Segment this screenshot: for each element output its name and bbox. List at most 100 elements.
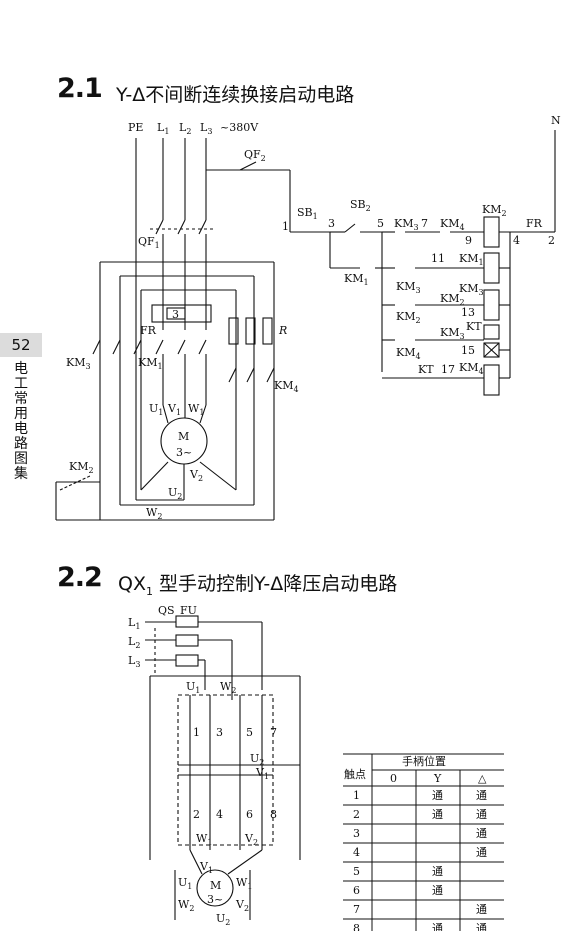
contact-7: 7	[270, 726, 277, 739]
label-u2-m: U2	[216, 912, 230, 927]
label-u1-m: U1	[178, 876, 192, 891]
node-9: 9	[465, 234, 472, 247]
contact-4: 4	[216, 808, 223, 821]
label-u2: U2	[168, 486, 182, 501]
contact-8: 8	[270, 808, 277, 821]
label-w2-m: W2	[178, 898, 194, 913]
label-r: R	[278, 324, 287, 337]
label-l3: L3	[200, 121, 212, 136]
label-kt-coil: KT	[466, 320, 482, 333]
table-col-2: △	[478, 772, 487, 785]
side-book-title: 电工常用电路图集	[14, 361, 28, 482]
diagram-2-labels: QS FU L1 L2 L3 U1 W2 1 3 5 7 U2 V1 2 4 6…	[128, 604, 277, 927]
node-13: 13	[461, 306, 475, 319]
label-km2-b: KM2	[440, 292, 465, 307]
table-cell: 通	[432, 808, 443, 821]
contact-5: 5	[246, 726, 253, 739]
motor2-phase: 3~	[207, 893, 223, 906]
node-17: 17	[441, 363, 455, 376]
label-km2-coil: KM2	[482, 203, 507, 218]
label-qs: QS	[158, 604, 175, 617]
diagram-2-wiring	[145, 615, 301, 920]
label-km3-coil: KM3	[459, 282, 484, 297]
table-col-1: Y	[433, 772, 442, 785]
label-v2-b: V2	[244, 832, 258, 847]
label-sb1: SB1	[297, 206, 318, 221]
label-v1-b: V1	[255, 766, 269, 781]
table-cell: 通	[476, 846, 487, 859]
motor2-label: M	[210, 879, 221, 892]
label-l1-b: L1	[128, 616, 140, 631]
label-km3-main: KM3	[66, 356, 91, 371]
table-cell: 通	[476, 922, 487, 931]
node-5: 5	[377, 217, 384, 230]
label-km4-coil: KM4	[459, 361, 484, 376]
table-row-contact: 8	[353, 922, 360, 931]
label-w2: W2	[146, 506, 162, 521]
table-row-contact: 4	[353, 846, 360, 859]
table-cell: 通	[432, 884, 443, 897]
label-w1: W1	[188, 402, 204, 417]
table-cell: 通	[432, 789, 443, 802]
label-fr-ctrl: FR	[526, 217, 543, 230]
page-number-tab: 52	[0, 333, 42, 357]
node-3: 3	[328, 217, 335, 230]
table-row-contact: 1	[353, 789, 360, 802]
node-11: 11	[431, 252, 445, 265]
label-kt-contact: KT	[418, 363, 434, 376]
label-v2-m: V2	[235, 898, 249, 913]
label-fu: FU	[180, 604, 197, 617]
contact-1: 1	[193, 726, 200, 739]
label-l2: L2	[179, 121, 191, 136]
node-15: 15	[461, 344, 475, 357]
table-contact-header: 触点	[344, 767, 366, 781]
node-4: 4	[513, 234, 520, 247]
page-number: 52	[11, 336, 31, 354]
section-2-title: QX1 型手动控制Y-Δ降压启动电路	[118, 569, 397, 598]
label-km1-a: KM1	[344, 272, 369, 287]
table-position-header: 手柄位置	[402, 754, 446, 768]
table-cell: 通	[432, 922, 443, 931]
table-cell: 通	[476, 903, 487, 916]
label-n: N	[551, 114, 561, 127]
label-l2-b: L2	[128, 635, 140, 650]
contact-6: 6	[246, 808, 253, 821]
table-col-0: 0	[390, 772, 397, 785]
label-u1: U1	[149, 402, 163, 417]
label-l3-b: L3	[128, 654, 140, 669]
table-row-contact: 7	[353, 903, 360, 916]
node-1: 1	[282, 220, 289, 233]
label-km3-c: KM3	[440, 326, 465, 341]
label-km2-c: KM2	[396, 310, 421, 325]
label-v1-m: V1	[199, 860, 213, 875]
label-pe: PE	[128, 121, 143, 134]
section-2-title-sub: 1	[145, 584, 153, 598]
label-w1-m: W1	[236, 876, 252, 891]
label-qf2: QF2	[244, 148, 266, 163]
label-km1-coil: KM1	[459, 252, 484, 267]
table-row-contact: 2	[353, 808, 360, 821]
section-1-number: 2.1	[57, 73, 103, 104]
label-fr: FR	[140, 324, 157, 337]
label-sb2: SB2	[350, 198, 371, 213]
label-km2-main: KM2	[69, 460, 94, 475]
table-cell: 通	[476, 827, 487, 840]
label-voltage: ~380V	[220, 121, 259, 134]
section-1-title: Y-Δ不间断连续换接启动电路	[116, 84, 355, 106]
label-w1-b: W1	[196, 832, 212, 847]
label-v1: V1	[167, 402, 181, 417]
label-u2-b: U2	[250, 752, 264, 767]
section-2-title-main: QX	[118, 573, 146, 595]
table-row-contact: 5	[353, 865, 360, 878]
label-relay-3: 3	[172, 308, 179, 321]
label-km4-main: KM4	[274, 379, 299, 394]
label-km4-b: KM4	[396, 346, 421, 361]
label-km3-b: KM3	[396, 280, 421, 295]
label-w2-b: W2	[220, 680, 236, 695]
diagram-1-labels: PE L1 L2 L3 ~380V N QF2 QF1 SB1 SB2 1 3 …	[66, 114, 561, 521]
diagram-1-wiring	[55, 130, 556, 521]
node-7: 7	[421, 217, 428, 230]
section-2-number: 2.2	[57, 562, 103, 593]
contact-3: 3	[216, 726, 223, 739]
table-row-contact: 6	[353, 884, 360, 897]
